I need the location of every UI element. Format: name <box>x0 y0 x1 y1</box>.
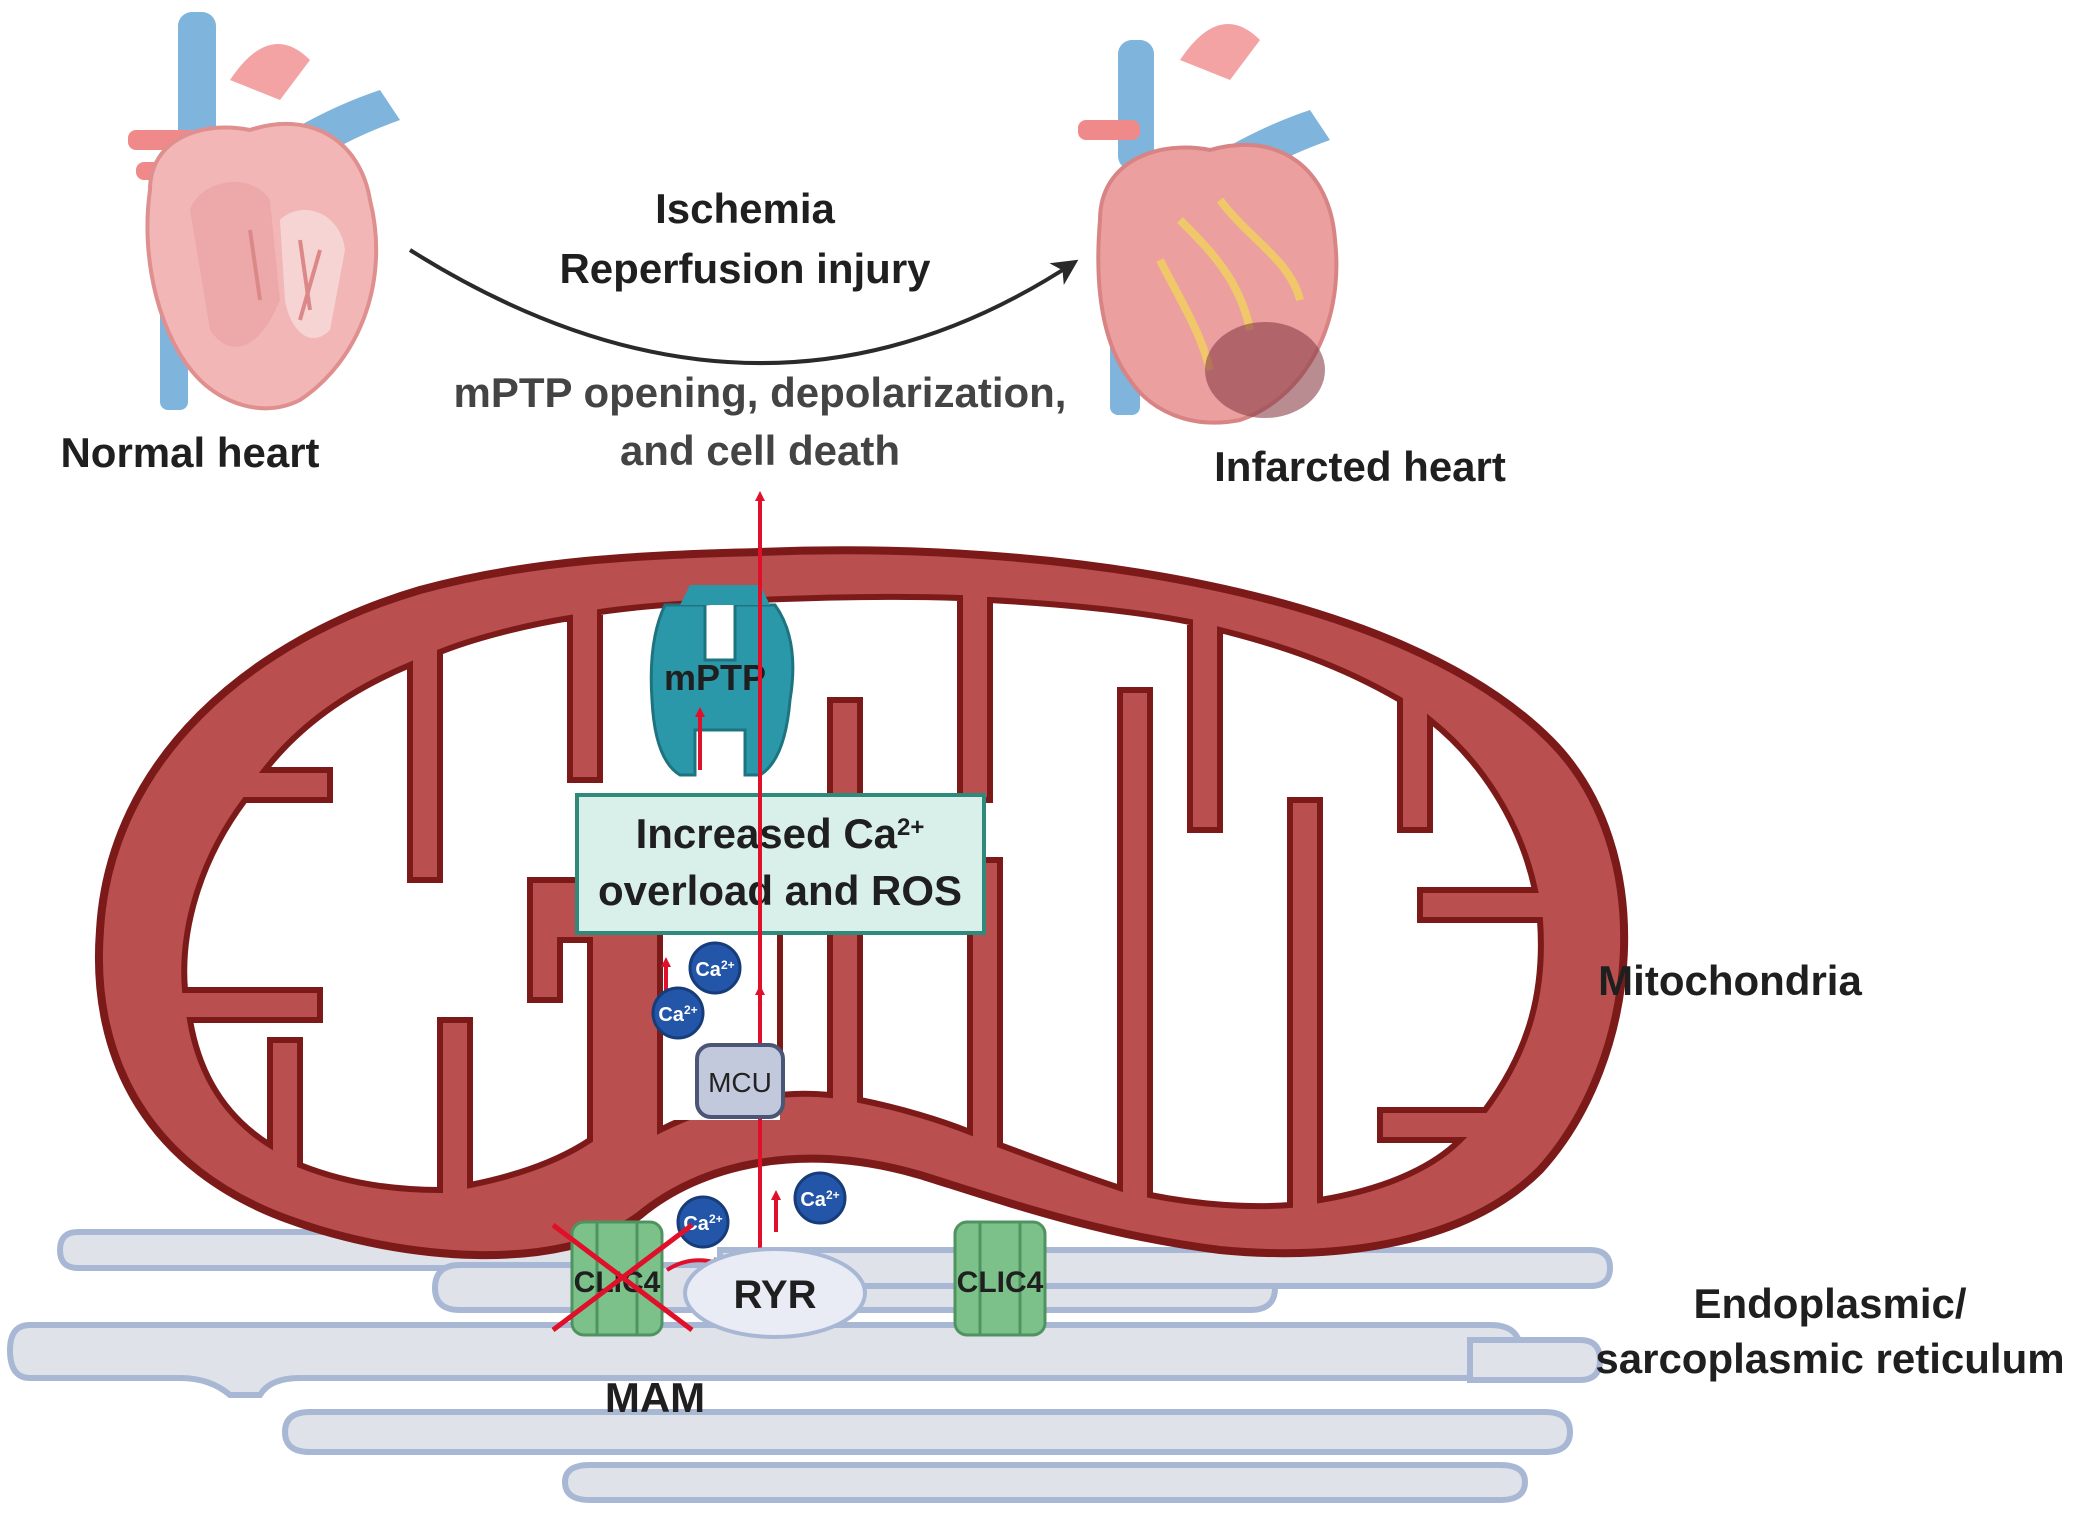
er-label-line1: Endoplasmic/ <box>1693 1280 1966 1327</box>
clic4-channel-inhibited: CLIC4 <box>551 1220 694 1337</box>
svg-text:Ca2+: Ca2+ <box>658 1003 697 1026</box>
normal-heart-illustration <box>128 12 400 411</box>
mcu-label: MCU <box>708 1067 772 1098</box>
outcome-label-line1: mPTP opening, depolarization, <box>454 369 1067 416</box>
ca-ion: Ca2+ <box>688 941 742 995</box>
outcome-label-line2: and cell death <box>620 427 900 474</box>
ischemia-transition-arrow <box>408 248 1079 365</box>
inhibition-cross <box>551 1223 694 1332</box>
infarcted-heart-label: Infarcted heart <box>1214 443 1506 490</box>
mam-label: MAM <box>605 1374 705 1421</box>
svg-text:Ca2+: Ca2+ <box>800 1188 839 1211</box>
clic4-label: CLIC4 <box>957 1266 1044 1299</box>
reperfusion-injury-label: Reperfusion injury <box>559 245 931 292</box>
ca-ion: Ca2+ <box>676 1195 730 1249</box>
infarcted-heart-illustration <box>1078 24 1339 425</box>
box-line1: Increased Ca <box>636 810 898 857</box>
mcu-transporter: MCU <box>695 1043 785 1119</box>
ca-ion: Ca2+ <box>793 1171 847 1225</box>
box-superscript: 2+ <box>897 814 924 841</box>
svg-text:Increased Ca2+: Increased Ca2+ <box>636 810 925 857</box>
svg-text:Ca2+: Ca2+ <box>695 958 734 981</box>
ca-ion: Ca2+ <box>651 986 705 1040</box>
box-line2: overload and ROS <box>598 867 962 914</box>
clic4-channel: CLIC4 <box>953 1220 1047 1337</box>
increased-ca-overload-box: Increased Ca2+ overload and ROS <box>575 793 986 935</box>
mitochondria-label: Mitochondria <box>1598 957 1862 1004</box>
mptp-label: mPTP <box>664 657 766 698</box>
ischemia-label: Ischemia <box>655 185 835 232</box>
calcium-flux-arrows <box>661 491 781 1272</box>
ryr-receptor: RYR <box>683 1247 867 1339</box>
normal-heart-label: Normal heart <box>60 429 319 476</box>
er-label-line2: sarcoplasmic reticulum <box>1595 1335 2064 1382</box>
ryr-label: RYR <box>734 1273 817 1317</box>
